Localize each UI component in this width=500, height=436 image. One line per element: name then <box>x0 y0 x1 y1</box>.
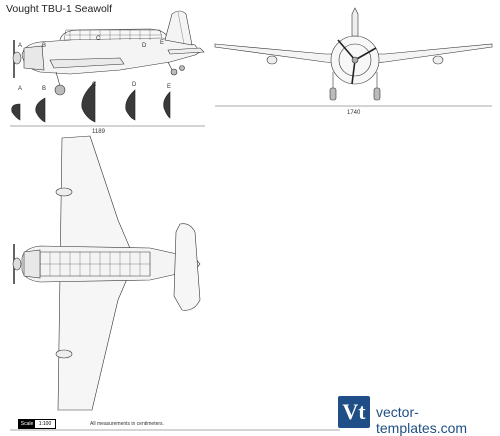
side-dimension-label: 1189 <box>92 129 106 135</box>
cross-label-b: B <box>42 86 46 92</box>
page-title: Vought TBU-1 Seawolf <box>6 3 113 15</box>
front-view <box>214 7 493 101</box>
site-name[interactable]: vector-templates.com <box>376 404 468 436</box>
cross-label-e: E <box>167 84 171 90</box>
cross-label-d: D <box>132 82 137 88</box>
cross-sections <box>11 81 171 123</box>
top-view <box>12 135 201 411</box>
section-label-d: D <box>142 43 147 49</box>
section-label-b: B <box>42 43 46 49</box>
vt-logo-icon: Vt <box>338 396 370 428</box>
scale-indicator: Scale 1:100 <box>18 419 56 429</box>
scale-label: Scale <box>19 420 35 428</box>
section-label-c: C <box>96 36 101 42</box>
scale-value: 1:100 <box>35 420 55 428</box>
measurements-note: All measurements in centimeters. <box>90 421 164 427</box>
cross-label-c: C <box>92 82 97 88</box>
section-label-a: A <box>18 43 22 49</box>
section-label-e: E <box>160 40 164 46</box>
front-dimension-label: 1740 <box>347 110 361 116</box>
cross-label-a: A <box>18 86 22 92</box>
side-view <box>12 10 205 96</box>
